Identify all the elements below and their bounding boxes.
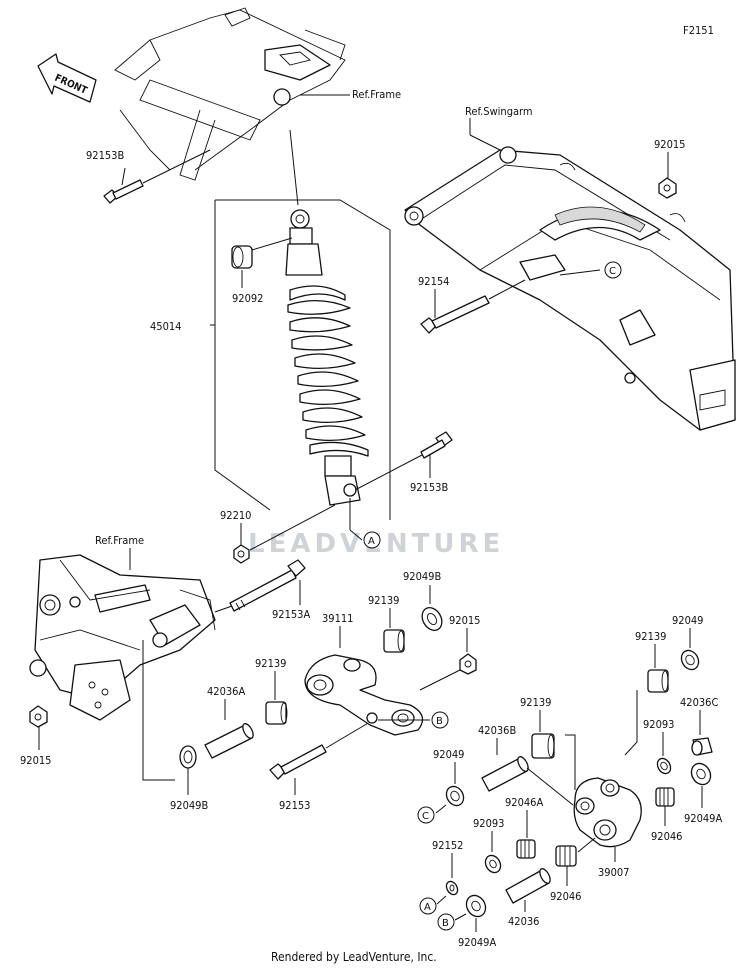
ref-frame-bottom-label: Ref.Frame: [95, 534, 144, 547]
callout-c-top: C: [609, 266, 616, 277]
nut-92210: [233, 544, 250, 564]
label-45014: 45014: [150, 320, 181, 333]
label-92139-d: 92139: [520, 696, 551, 709]
top-frame: [114, 7, 346, 181]
label-42036: 42036: [508, 915, 539, 928]
label-92139-b: 92139: [635, 630, 666, 643]
nut-92015-left: [29, 705, 48, 728]
label-92049-left: 92049: [433, 748, 464, 761]
label-42036c: 42036C: [680, 696, 718, 709]
label-92049-right: 92049: [672, 614, 703, 627]
label-92153b-top: 92153B: [86, 149, 124, 162]
bush-92139-a: [383, 629, 405, 653]
label-92046-bottom: 92046: [550, 890, 581, 903]
label-39111: 39111: [322, 612, 353, 625]
washer-92049b-top: [421, 607, 443, 631]
collar-42036c: [691, 737, 713, 756]
label-42036a: 42036A: [207, 685, 245, 698]
label-92093-right: 92093: [643, 718, 674, 731]
needle-bearing-92046a: [516, 839, 536, 859]
washer-92049a-bottom: [465, 894, 487, 918]
washer-92152: [445, 880, 459, 896]
bush-92139-d: [531, 733, 555, 759]
label-92139-c: 92139: [255, 657, 286, 670]
callout-a-bottom: A: [424, 902, 431, 913]
ref-swingarm-label: Ref.Swingarm: [465, 105, 533, 118]
washer-92049-left: [445, 785, 465, 807]
footer-credit: Rendered by LeadVenture, Inc.: [271, 950, 437, 964]
callout-b-bottom: B: [442, 918, 449, 929]
callout-c-bottom: C: [422, 811, 429, 822]
label-92139-a: 92139: [368, 594, 399, 607]
label-92049b-top: 92049B: [403, 570, 441, 583]
label-92153b-mid: 92153B: [410, 481, 448, 494]
label-92093-left: 92093: [473, 817, 504, 830]
label-92153: 92153: [279, 799, 310, 812]
label-92015-top: 92015: [654, 138, 685, 151]
rocker-arm-39007: [573, 777, 642, 848]
ref-frame-top-label: Ref.Frame: [352, 88, 401, 101]
label-92153a: 92153A: [272, 608, 310, 621]
needle-bearing-92046-bottom: [555, 845, 577, 867]
callout-a-upper: A: [368, 536, 375, 547]
washer-92049-right: [680, 649, 700, 671]
label-92015-mid: 92015: [449, 614, 480, 627]
label-92049a-right: 92049A: [684, 812, 722, 825]
washer-92049a-right: [690, 762, 712, 786]
diagram-code: F2151: [683, 24, 714, 37]
label-42036b: 42036B: [478, 724, 516, 737]
collar-42036: [505, 868, 551, 904]
bolt-92153: [269, 744, 327, 780]
bolt-92154: [420, 295, 490, 334]
washer-92049b-bottom: [179, 745, 197, 769]
washer-92093-right: [656, 757, 672, 775]
label-92092: 92092: [232, 292, 263, 305]
needle-bearing-92046-right: [655, 787, 675, 807]
callout-b-upper: B: [436, 716, 443, 727]
collar-42036a: [204, 723, 254, 759]
swingarm: [404, 146, 736, 431]
shock-absorber: [285, 209, 369, 506]
label-39007: 39007: [598, 866, 629, 879]
bolt-92153b-mid: [420, 431, 453, 459]
washer-92093-left: [484, 854, 502, 874]
front-arrow-icon: FRONT: [37, 53, 97, 103]
label-92049b-bottom: 92049B: [170, 799, 208, 812]
label-92015-left: 92015: [20, 754, 51, 767]
nut-92015-mid: [459, 653, 477, 675]
label-92154: 92154: [418, 275, 449, 288]
tie-rod-39111: [304, 654, 424, 736]
bottom-frame: [29, 554, 216, 721]
nut-92015-top: [658, 177, 677, 199]
bolt-92153b-top: [103, 179, 144, 204]
label-92049a-bottom: 92049A: [458, 936, 496, 949]
label-92046-right: 92046: [651, 830, 682, 843]
bush-92139-c: [265, 701, 288, 725]
label-92046a: 92046A: [505, 796, 543, 809]
bush-92139-b: [647, 669, 669, 693]
bolt-92153a: [229, 559, 306, 612]
bush-92092: [231, 245, 253, 269]
collar-42036b: [481, 756, 529, 792]
label-92152: 92152: [432, 839, 463, 852]
label-92210: 92210: [220, 509, 251, 522]
